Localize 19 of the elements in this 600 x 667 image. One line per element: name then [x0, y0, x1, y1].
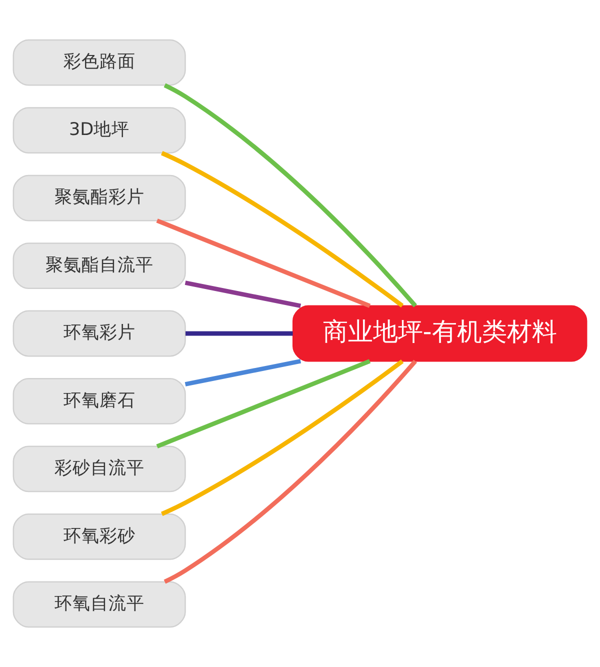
node-box: 环氧彩砂 [12, 513, 186, 560]
node-box: 环氧磨石 [12, 378, 186, 424]
connector [160, 360, 404, 516]
node-box: 环氧彩片 [12, 310, 186, 357]
node-box: 商业地坪-有机类材料 [292, 305, 588, 362]
connector [156, 359, 371, 448]
connector [184, 359, 302, 386]
connector [160, 151, 404, 308]
connector [164, 83, 417, 308]
connector [164, 360, 417, 584]
node-box: 彩色路面 [12, 39, 186, 86]
connector [186, 331, 293, 336]
node-box: 聚氨酯彩片 [12, 174, 186, 222]
connector [184, 280, 302, 308]
node-box: 3D地坪 [12, 107, 186, 154]
node-box: 聚氨酯自流平 [12, 242, 186, 289]
node-box: 彩砂自流平 [12, 446, 186, 492]
connector [156, 218, 371, 308]
node-box: 环氧自流平 [12, 581, 186, 628]
